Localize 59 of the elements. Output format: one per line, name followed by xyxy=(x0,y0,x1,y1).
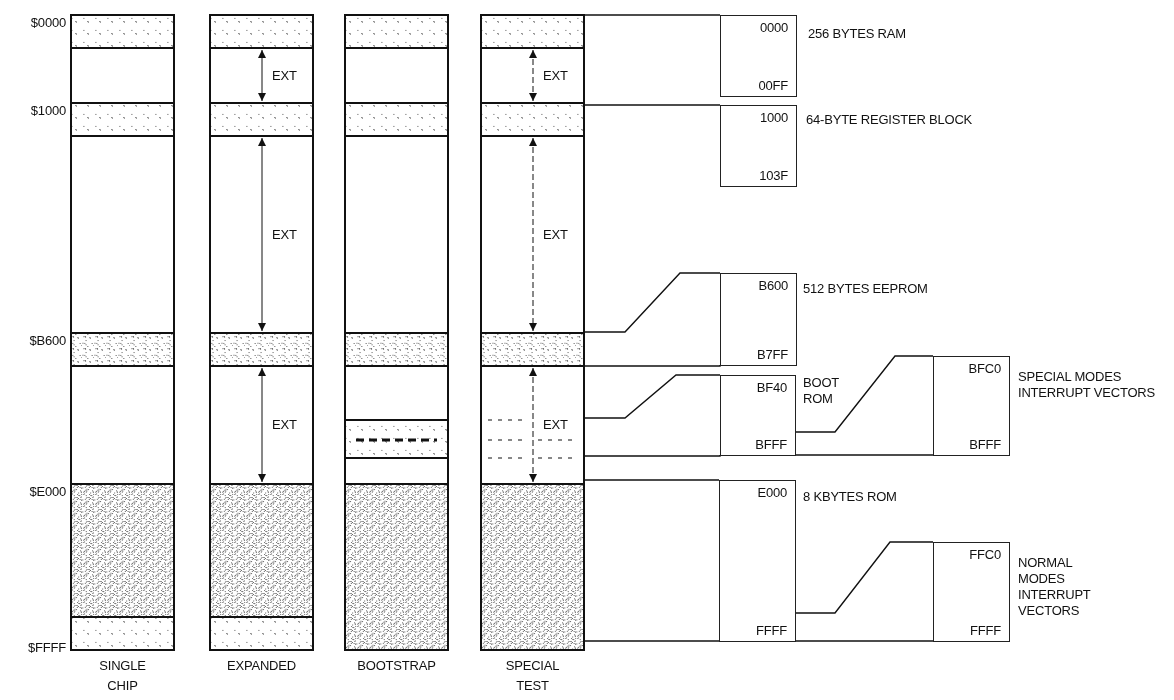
column-caption: EXPANDED xyxy=(226,657,297,675)
memory-description: BOOT ROM xyxy=(803,375,840,407)
address-range-box xyxy=(720,15,797,97)
memory-description: 256 BYTES RAM xyxy=(808,26,907,42)
connector-line xyxy=(584,640,720,642)
memory-map-column xyxy=(70,15,175,650)
connector-line xyxy=(795,640,934,642)
range-label: EXT xyxy=(272,226,297,242)
address-text: 00FF xyxy=(758,78,788,93)
address-text: BFFF xyxy=(755,437,787,452)
address-text: B7FF xyxy=(757,347,788,362)
address-label: $FFFF xyxy=(28,640,66,655)
connector-line xyxy=(584,364,721,367)
address-range-box xyxy=(720,105,797,187)
connector-line xyxy=(584,104,721,106)
memory-description: SPECIAL MODES INTERRUPT VECTORS xyxy=(1018,369,1156,401)
address-label: $0000 xyxy=(30,15,66,30)
address-range-box xyxy=(719,480,796,642)
memory-description: 8 KBYTES ROM xyxy=(803,489,898,505)
address-text: 103F xyxy=(759,168,788,183)
column-caption: SINGLE CHIP xyxy=(98,657,147,695)
address-label: $1000 xyxy=(30,103,66,118)
memory-description: NORMAL MODES INTERRUPT VECTORS xyxy=(1018,555,1092,619)
range-label: EXT xyxy=(543,67,568,83)
address-label: $B600 xyxy=(29,333,66,348)
address-text: E000 xyxy=(757,485,787,500)
address-range-box xyxy=(933,542,1010,642)
connector-line xyxy=(584,272,721,333)
memory-map-column xyxy=(209,15,314,650)
memory-description: 64-BYTE REGISTER BLOCK xyxy=(806,112,974,128)
address-text: BFC0 xyxy=(968,361,1001,376)
range-label: EXT xyxy=(272,417,297,432)
address-text: 1000 xyxy=(759,110,788,125)
range-label: EXT xyxy=(543,417,568,432)
column-caption: SPECIAL TEST xyxy=(504,657,561,695)
connector-line xyxy=(584,454,721,457)
address-text: BF40 xyxy=(756,380,787,395)
address-text: FFFF xyxy=(970,623,1001,638)
address-text: 0000 xyxy=(759,20,788,35)
connector-line xyxy=(584,14,721,16)
range-label: EXT xyxy=(543,226,568,242)
address-range-box xyxy=(720,273,797,366)
memory-map-column xyxy=(344,15,449,650)
range-label: EXT xyxy=(272,67,297,83)
connector-line xyxy=(584,374,721,419)
address-text: B600 xyxy=(758,278,788,293)
connector-line xyxy=(795,541,934,614)
address-label: $E000 xyxy=(29,484,66,499)
column-caption: BOOTSTRAP xyxy=(356,657,437,675)
address-range-box xyxy=(933,356,1010,456)
address-text: BFFF xyxy=(969,437,1001,452)
connector-line xyxy=(795,355,934,433)
connector-line xyxy=(584,479,720,481)
address-text: FFC0 xyxy=(969,547,1001,562)
address-text: FFFF xyxy=(756,623,787,638)
memory-description: 512 BYTES EEPROM xyxy=(803,281,929,297)
memory-map-column xyxy=(480,15,585,650)
address-range-box xyxy=(720,375,796,456)
connector-line xyxy=(795,454,934,456)
